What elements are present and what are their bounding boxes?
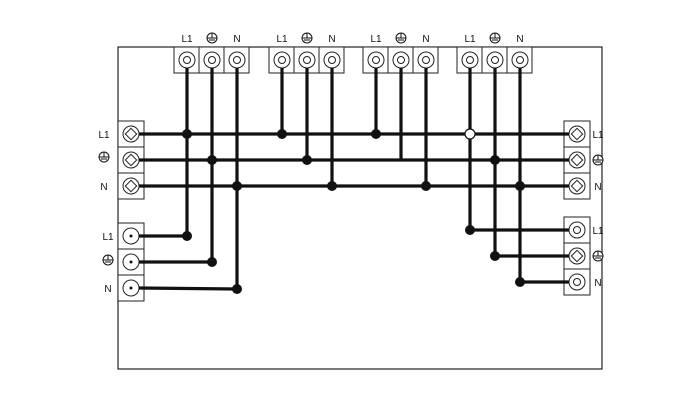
- terminal-label-l1: L1: [464, 34, 476, 45]
- junction-dot: [327, 181, 337, 191]
- junction-dot: [182, 231, 192, 241]
- terminal-label-n: N: [100, 182, 107, 193]
- terminal-label-n: N: [594, 182, 601, 193]
- top-terminal-group-3: L1 N: [362, 32, 439, 74]
- ground-symbol-icon: [592, 154, 604, 166]
- junction-dot: [371, 129, 381, 139]
- junction-dot: [232, 284, 242, 294]
- ground-symbol-icon: [592, 250, 604, 262]
- ground-symbol-icon: [98, 151, 110, 163]
- terminal-label-l1: L1: [592, 226, 604, 237]
- ground-symbol-icon: [102, 254, 114, 266]
- ground-symbol-icon: [395, 32, 407, 44]
- junction-dot: [465, 225, 475, 235]
- junction-dot: [182, 129, 192, 139]
- terminal-label-l1: L1: [102, 232, 114, 243]
- terminal-label-l1: L1: [98, 130, 110, 141]
- junction-dot: [277, 129, 287, 139]
- top-terminal-group-1: L1 N: [173, 32, 250, 74]
- top-terminal-group-4: L1 N: [456, 32, 533, 74]
- branch-wire: [138, 286, 238, 291]
- junction-dot: [515, 277, 525, 287]
- terminal-label-l1: L1: [276, 34, 288, 45]
- terminal-label-n: N: [594, 278, 601, 289]
- junction-dot: [421, 181, 431, 191]
- terminal-label-n: N: [516, 34, 523, 45]
- junction-dot: [302, 155, 312, 165]
- right-upper-terminal-block: L1 N: [563, 120, 604, 200]
- terminal-label-n: N: [422, 34, 429, 45]
- terminal-label-l1: L1: [370, 34, 382, 45]
- junction-dot: [515, 181, 525, 191]
- enclosure-outline: [117, 46, 603, 370]
- junction-dot: [490, 251, 500, 261]
- terminal-label-n: N: [328, 34, 335, 45]
- junction-dot: [207, 155, 217, 165]
- junction-dot: [232, 181, 242, 191]
- crossing-marker: [464, 128, 476, 140]
- left-upper-terminal-block: L1 N: [98, 120, 145, 200]
- terminal-label-n: N: [104, 284, 111, 295]
- junction-dot: [207, 257, 217, 267]
- junction-dot: [490, 155, 500, 165]
- top-terminal-group-2: L1 N: [268, 32, 345, 74]
- ground-symbol-icon: [489, 32, 501, 44]
- right-lower-terminal-block: L1 N: [563, 216, 604, 296]
- terminal-label-n: N: [233, 34, 240, 45]
- ground-symbol-icon: [301, 32, 313, 44]
- terminal-label-l1: L1: [592, 130, 604, 141]
- terminal-label-l1: L1: [181, 34, 193, 45]
- left-lower-terminal-block: L1 N: [102, 222, 145, 302]
- ground-symbol-icon: [206, 32, 218, 44]
